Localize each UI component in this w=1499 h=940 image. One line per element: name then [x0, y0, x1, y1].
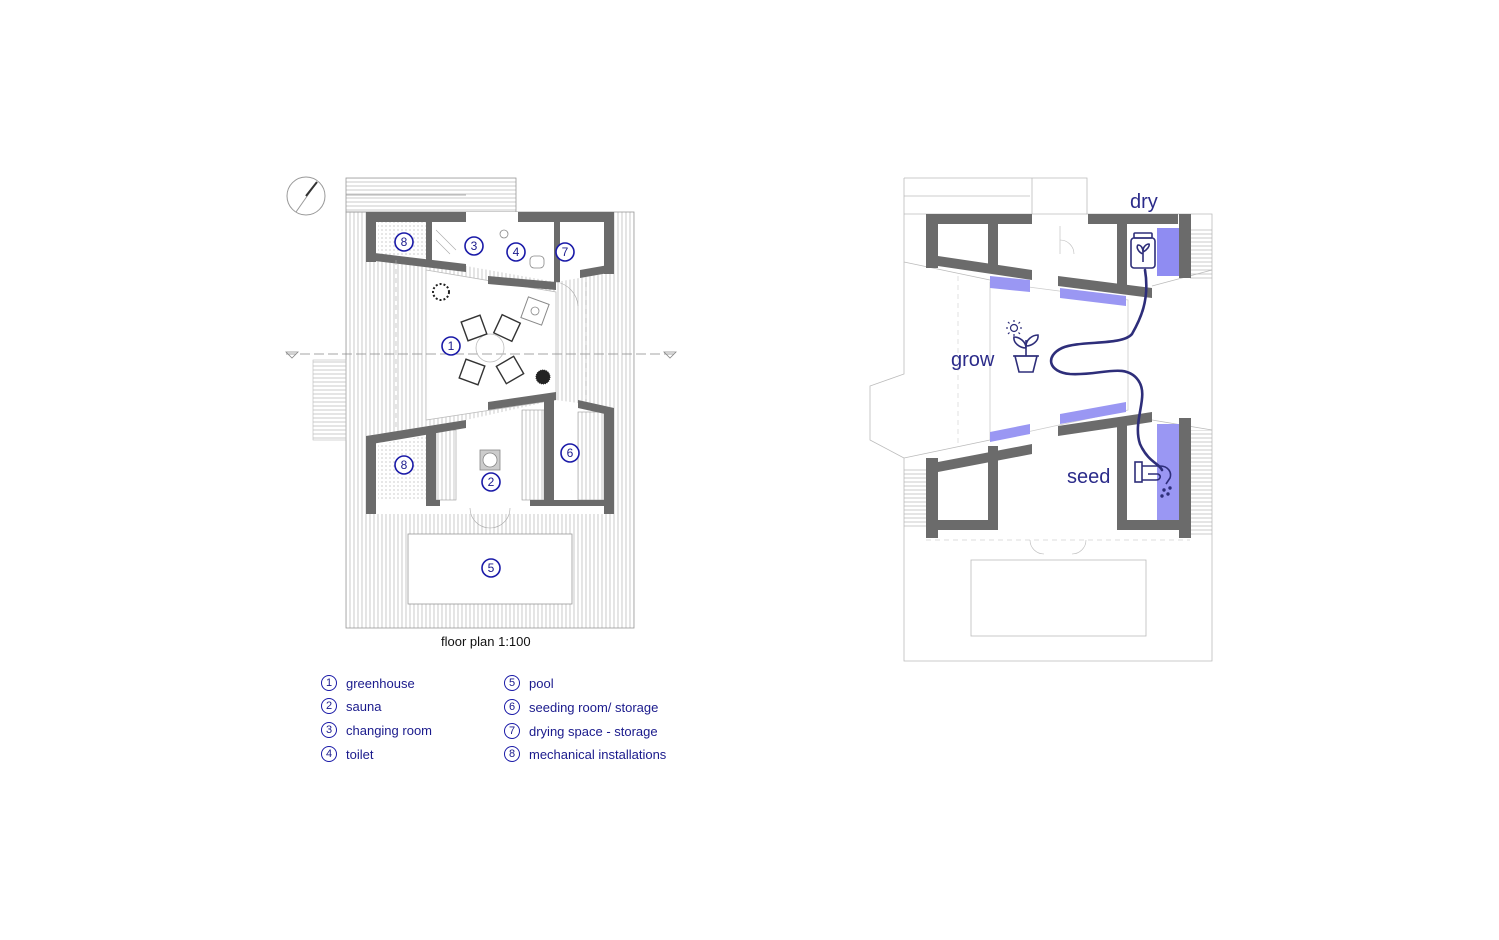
room-marker-3: 3: [464, 236, 484, 256]
legend-number: 6: [504, 699, 520, 715]
legend-item-5: 5 pool: [504, 673, 554, 693]
plant-bottom-icon: [535, 369, 551, 385]
floor-plan: [285, 176, 677, 629]
plan-title: floor plan 1:100: [441, 634, 531, 649]
room-marker-4: 4: [506, 242, 526, 262]
legend-item-8: 8 mechanical installations: [504, 744, 666, 764]
legend-number: 5: [504, 675, 520, 691]
label-dry: dry: [1130, 191, 1158, 213]
label-grow: grow: [951, 349, 995, 371]
sun-icon: [1006, 320, 1022, 336]
room-markers: 8 3 4 7 1 6 8 2 5: [394, 232, 580, 578]
legend-number: 3: [321, 722, 337, 738]
legend-item-6: 6 seeding room/ storage: [504, 697, 658, 717]
legend-number: 7: [504, 723, 520, 739]
room-marker-1: 1: [441, 336, 461, 356]
legend-number: 4: [321, 746, 337, 762]
room-marker-2: 2: [481, 472, 501, 492]
legend-number: 2: [321, 698, 337, 714]
svg-text:3: 3: [471, 239, 478, 253]
svg-text:1: 1: [448, 339, 455, 353]
room-marker-5: 5: [481, 558, 501, 578]
legend-label: toilet: [346, 746, 374, 762]
north-arrow-icon: [286, 176, 326, 216]
seeding-hand-icon: [1134, 461, 1172, 498]
potted-plant-icon: [1013, 334, 1039, 373]
process-flow-path: [1049, 268, 1164, 472]
svg-text:8: 8: [401, 235, 408, 249]
legend-item-3: 3 changing room: [321, 720, 432, 740]
plant-top-icon: [432, 283, 450, 301]
seeding-highlight: [1157, 424, 1179, 522]
legend-item-1: 1 greenhouse: [321, 673, 415, 693]
svg-text:5: 5: [488, 561, 495, 575]
room-marker-6: 6: [560, 443, 580, 463]
process-diagram: dry grow seed: [869, 177, 1213, 662]
svg-text:6: 6: [567, 446, 574, 460]
room-marker-7: 7: [555, 242, 575, 262]
jar-plant-icon: [1130, 232, 1156, 269]
label-seed: seed: [1067, 466, 1110, 488]
legend-label: seeding room/ storage: [529, 699, 659, 715]
legend-label: mechanical installations: [529, 746, 667, 762]
legend-number: 8: [504, 746, 520, 762]
legend-item-2: 2 sauna: [321, 696, 381, 716]
room-marker-8-bottom: 8: [394, 455, 414, 475]
legend-item-4: 4 toilet: [321, 744, 373, 764]
legend-label: pool: [529, 675, 554, 691]
legend-number: 1: [321, 675, 337, 691]
pool-outline-diagram: [970, 559, 1147, 637]
legend-label: greenhouse: [346, 675, 415, 691]
legend-label: sauna: [346, 698, 382, 714]
legend-label: changing room: [346, 722, 432, 738]
room-marker-8-top: 8: [394, 232, 414, 252]
svg-text:4: 4: [513, 245, 520, 259]
drying-highlight: [1157, 228, 1179, 276]
legend-item-7: 7 drying space - storage: [504, 721, 658, 741]
svg-text:2: 2: [488, 475, 495, 489]
legend-label: drying space - storage: [529, 723, 658, 739]
svg-text:8: 8: [401, 458, 408, 472]
svg-text:7: 7: [562, 245, 569, 259]
